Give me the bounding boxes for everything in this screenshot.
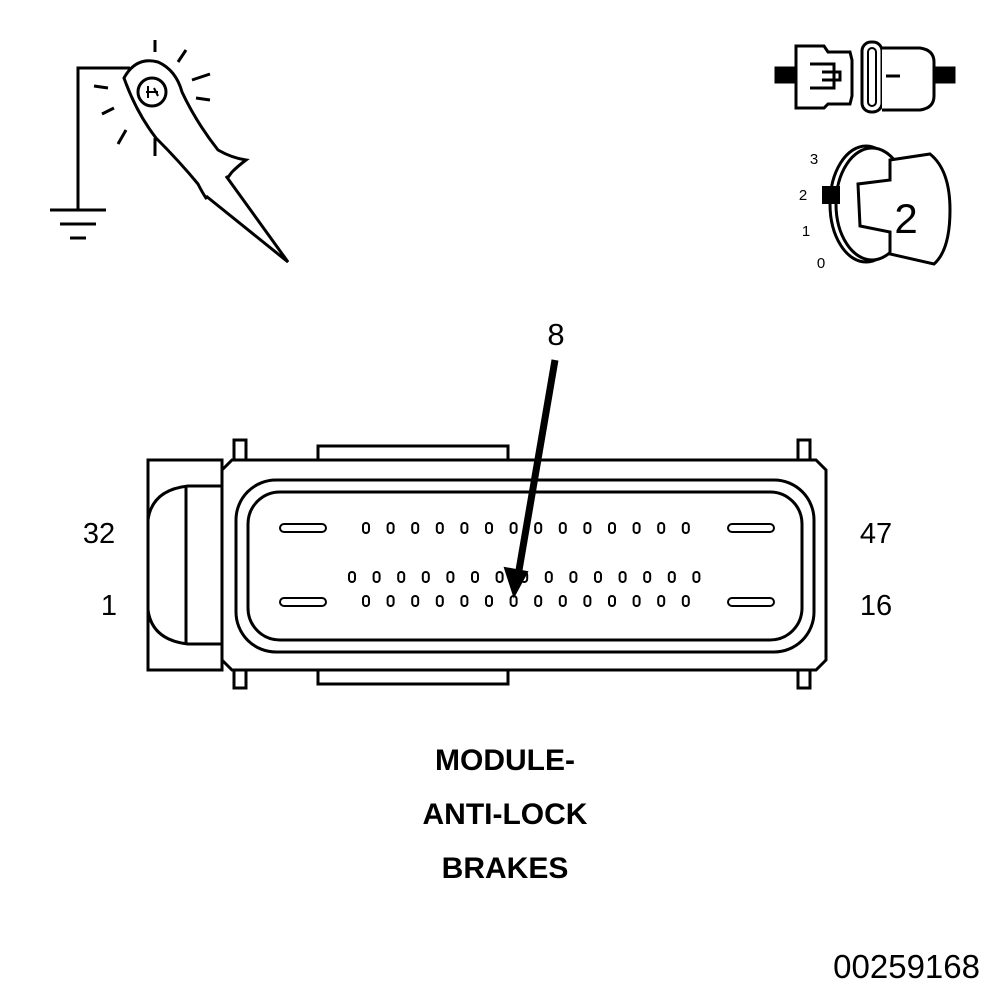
contact-pin: [372, 571, 381, 583]
contact-pin: [485, 522, 493, 534]
contact-pin: [460, 522, 469, 534]
contact-pin: [397, 571, 406, 583]
contact-pin: [386, 595, 395, 607]
contact-pin: [471, 571, 479, 583]
contact-pin: [534, 522, 543, 534]
ignition-position-3: 3: [810, 151, 818, 168]
contact-pin: [569, 571, 578, 583]
power-slot-bottom-right: [727, 597, 775, 607]
ignition-selected-position: 2: [894, 195, 917, 242]
contact-pin: [485, 595, 493, 607]
contact-pin: [558, 522, 567, 534]
ignition-position-1: 1: [802, 223, 810, 240]
contact-pin: [435, 595, 444, 607]
power-slot-top-left: [279, 523, 327, 533]
pin-label-1: 1: [101, 590, 117, 622]
pin-label-16: 16: [860, 590, 892, 622]
test-light-icon: [50, 40, 290, 264]
contact-pin: [534, 595, 543, 607]
connector-disconnect-icon: [774, 40, 956, 114]
pin-label-47: 47: [860, 518, 892, 550]
contact-pin: [643, 571, 652, 583]
title-line-3: BRAKES: [442, 852, 569, 885]
contact-pin: [386, 522, 395, 534]
contact-pin: [692, 571, 701, 583]
contact-pin: [421, 571, 430, 583]
contact-pin: [411, 595, 420, 607]
power-slot-bottom-left: [279, 597, 327, 607]
contact-pin: [544, 571, 553, 583]
abs-module-connector: [146, 438, 828, 690]
contact-pin: [632, 522, 641, 534]
contact-pin: [583, 522, 592, 534]
ignition-position-2: 2: [799, 187, 807, 204]
contact-pin: [362, 522, 370, 534]
contact-pin: [657, 595, 666, 607]
contact-pin: [608, 595, 616, 607]
contact-pin: [411, 522, 420, 534]
contact-pin: [618, 571, 627, 583]
pin-label-32: 32: [83, 518, 115, 550]
callout-arrow: [503, 359, 559, 599]
power-slot-top-right: [727, 523, 775, 533]
contact-pin: [558, 595, 567, 607]
contact-pin: [435, 522, 444, 534]
contact-pin: [495, 571, 504, 583]
contact-pin: [681, 595, 690, 607]
contact-pin: [446, 571, 455, 583]
contact-pin: [583, 595, 592, 607]
callout-pin-number: 8: [547, 317, 564, 352]
contact-pin: [667, 571, 676, 583]
contact-pin: [509, 522, 518, 534]
ignition-position-0: 0: [817, 255, 825, 272]
contact-pin: [608, 522, 616, 534]
contact-pin: [362, 595, 370, 607]
contact-pin: [594, 571, 602, 583]
connector-contacts: [279, 522, 775, 607]
contact-pin: [657, 522, 666, 534]
contact-pin: [460, 595, 469, 607]
contact-pin: [348, 571, 356, 583]
title-line-2: ANTI-LOCK: [423, 798, 588, 831]
title-line-1: MODULE-: [435, 744, 575, 777]
figure-id: 00259168: [833, 948, 980, 985]
contact-pin: [681, 522, 690, 534]
ignition-switch-icon: 3 2 1 0 2: [799, 144, 952, 272]
contact-pin: [632, 595, 641, 607]
